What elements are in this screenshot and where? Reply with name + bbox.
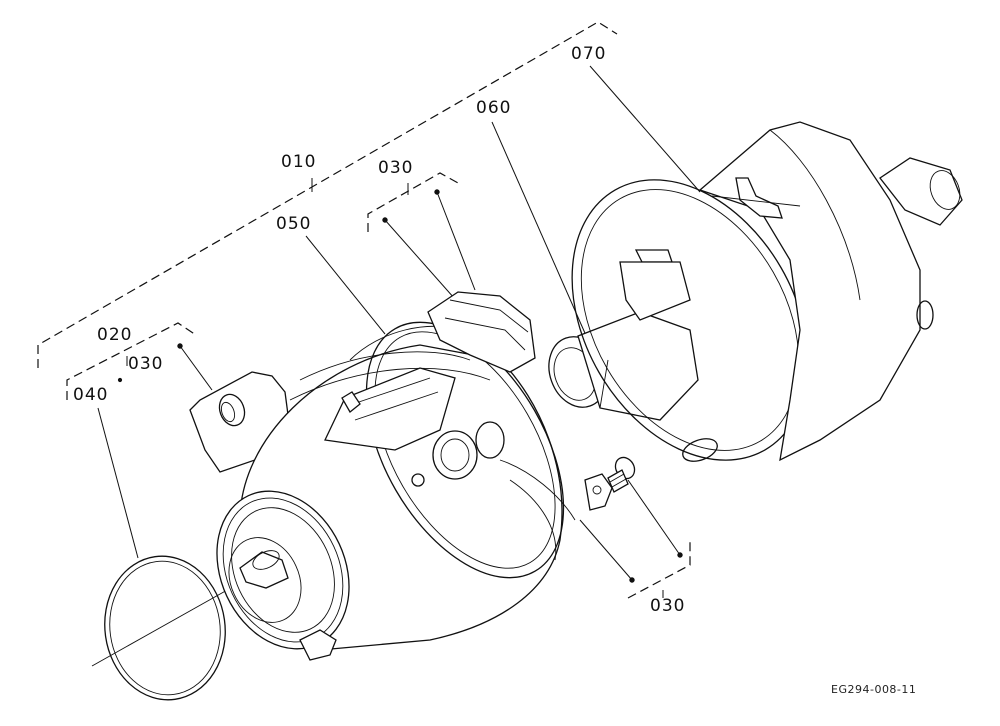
label-030-left: 030	[128, 354, 164, 374]
leader-lines	[97, 65, 701, 598]
seal-block-050	[427, 291, 536, 373]
distributor-housing-020	[189, 321, 613, 661]
drawing-code: EG294-008-11	[831, 683, 917, 696]
label-070: 070	[571, 44, 607, 64]
assembly-bracket-010	[37, 21, 618, 368]
label-040: 040	[73, 385, 109, 405]
label-060: 060	[476, 98, 512, 118]
label-020: 020	[97, 325, 133, 345]
label-050: 050	[276, 214, 312, 234]
distributor-cap-070	[571, 121, 963, 462]
rotor-060	[548, 249, 699, 421]
label-030-bottom: 030	[650, 596, 686, 616]
o-ring-040	[91, 555, 246, 701]
assembly-bracket-020	[66, 322, 197, 400]
label-010: 010	[281, 152, 317, 172]
item-dot	[117, 377, 123, 383]
assembly-bracket-030-bottom	[627, 540, 691, 599]
label-030-top: 030	[378, 158, 414, 178]
screw-030	[607, 456, 636, 493]
assembly-bracket-030-top	[367, 172, 459, 232]
